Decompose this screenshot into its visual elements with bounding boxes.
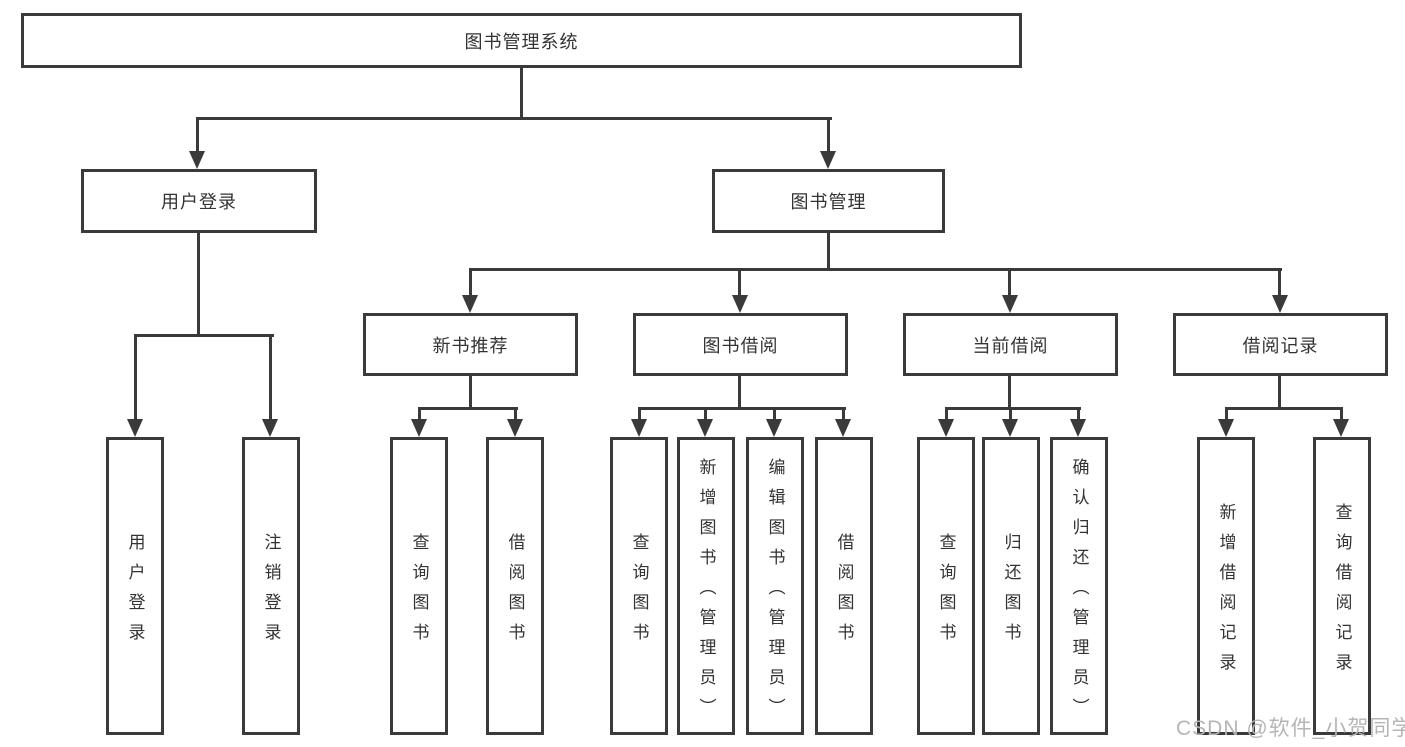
connector-line [638,407,641,421]
arrow-down-icon [1070,419,1086,437]
connector-line [1278,376,1281,409]
connector-line [197,233,200,337]
node-borrow-record-label: 借阅记录 [1242,335,1319,356]
leaf-return-book-label: 归还图书 [1001,532,1021,653]
connector-line [1008,268,1011,297]
connector-line [1225,407,1343,410]
connector-line [738,376,741,409]
leaf-query-borrow-record-label: 查询借阅记录 [1332,502,1352,683]
connector-line [418,407,421,421]
connector-line [514,407,517,421]
leaf-borrow-book-2-label: 借阅图书 [834,532,854,653]
node-user-login: 用户登录 [81,169,317,233]
node-new-book-recommend: 新书推荐 [363,313,578,376]
connector-line [1009,407,1012,421]
node-library-system: 图书管理系统 [21,13,1022,68]
node-book-borrow-label: 图书借阅 [702,335,779,356]
leaf-add-borrow-record: 新增借阅记录 [1197,437,1255,735]
connector-line [1340,407,1343,421]
arrow-down-icon [1272,295,1288,313]
connector-line [469,268,472,297]
node-borrow-record: 借阅记录 [1173,313,1388,376]
connector-line [469,268,1282,271]
connector-line [1278,268,1281,297]
arrow-down-icon [462,295,478,313]
leaf-query-book-1: 查询图书 [390,437,448,735]
node-book-borrow: 图书借阅 [633,313,848,376]
arrow-down-icon [697,419,713,437]
arrow-down-icon [766,419,782,437]
connector-line [945,407,1081,410]
leaf-edit-book-admin-label: 编辑图书（管理员） [765,457,785,728]
leaf-query-book-1-label: 查询图书 [409,532,429,653]
leaf-borrow-book-2: 借阅图书 [815,437,873,735]
leaf-user-login: 用户登录 [106,437,164,735]
connector-line [827,233,830,271]
node-current-borrow: 当前借阅 [903,313,1118,376]
leaf-query-book-3-label: 查询图书 [936,532,956,653]
leaf-add-borrow-record-label: 新增借阅记录 [1216,502,1236,683]
connector-line [1008,376,1011,409]
connector-line [134,334,274,337]
leaf-confirm-return-admin: 确认归还（管理员） [1050,437,1108,735]
connector-line [945,407,948,421]
arrow-down-icon [411,419,427,437]
connector-line [738,268,741,297]
leaf-confirm-return-admin-label: 确认归还（管理员） [1069,457,1089,728]
connector-line [196,117,199,155]
connector-line [134,334,137,420]
connector-line [827,117,830,155]
connector-line [520,68,523,120]
connector-line [418,407,518,410]
leaf-add-book-admin: 新增图书（管理员） [677,437,735,735]
leaf-edit-book-admin: 编辑图书（管理员） [746,437,804,735]
arrow-down-icon [1218,419,1234,437]
arrow-down-icon [189,151,205,169]
node-book-management: 图书管理 [712,169,945,233]
arrow-down-icon [1333,419,1349,437]
node-new-book-recommend-label: 新书推荐 [432,335,509,356]
connector-line [773,407,776,421]
leaf-add-book-admin-label: 新增图书（管理员） [696,457,716,728]
leaf-query-book-2-label: 查询图书 [629,532,649,653]
leaf-query-book-3: 查询图书 [917,437,975,735]
leaf-logout: 注销登录 [242,437,300,735]
connector-line [469,376,472,409]
connector-line [704,407,707,421]
leaf-borrow-book-1-label: 借阅图书 [505,532,525,653]
arrow-down-icon [631,419,647,437]
connector-line [269,334,272,420]
connector-line [638,407,846,410]
arrow-down-icon [835,419,851,437]
connector-line [1225,407,1228,421]
leaf-return-book: 归还图书 [982,437,1040,735]
arrow-down-icon [507,419,523,437]
node-user-login-label: 用户登录 [161,192,237,212]
node-book-management-label: 图书管理 [790,192,867,212]
connector-line [1077,407,1080,421]
arrow-down-icon [732,295,748,313]
arrow-down-icon [127,419,143,437]
node-library-system-label: 图书管理系统 [464,31,579,52]
connector-line [842,407,845,421]
leaf-query-book-2: 查询图书 [610,437,668,735]
arrow-down-icon [1002,295,1018,313]
connector-line [196,117,832,120]
arrow-down-icon [1002,419,1018,437]
arrow-down-icon [938,419,954,437]
leaf-user-login-label: 用户登录 [125,532,145,653]
leaf-query-borrow-record: 查询借阅记录 [1313,437,1371,735]
node-current-borrow-label: 当前借阅 [972,335,1049,356]
arrow-down-icon [262,419,278,437]
leaf-logout-label: 注销登录 [261,532,281,653]
csdn-watermark: CSDN @软件_小贺同学 [1176,717,1405,740]
leaf-borrow-book-1: 借阅图书 [486,437,544,735]
arrow-down-icon [820,151,836,169]
